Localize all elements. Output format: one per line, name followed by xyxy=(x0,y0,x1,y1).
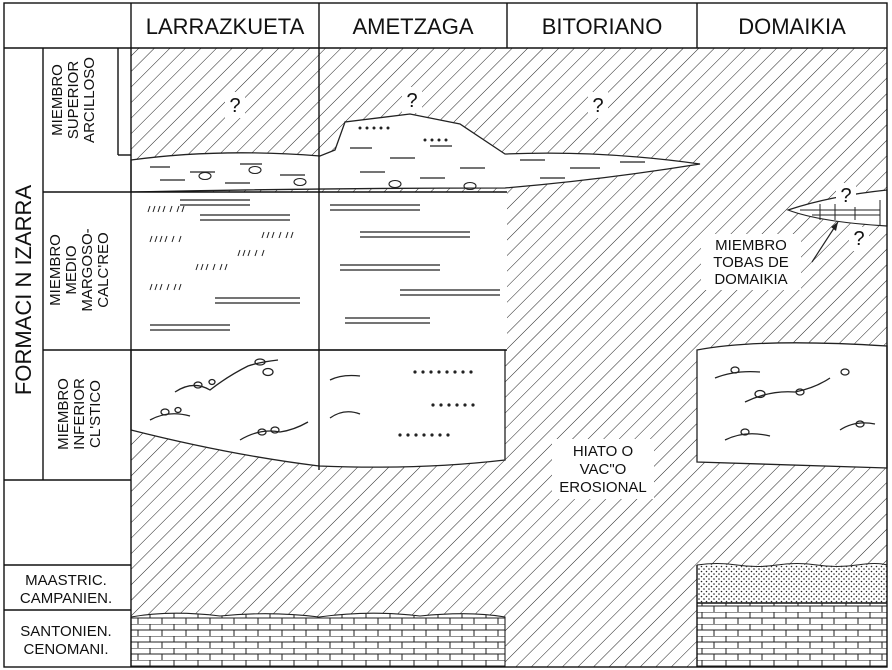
tobas-marks xyxy=(800,200,881,226)
svg-text:INFERIOR: INFERIOR xyxy=(71,378,88,450)
column-header-ametzaga: AMETZAGA xyxy=(352,14,473,39)
superior-shale-marks xyxy=(150,145,645,184)
member-medio-label: MIEMBRO MEDIO MARGOSO- CALC'REO xyxy=(47,228,112,311)
column-header-larrazkueta: LARRAZKUETA xyxy=(146,14,305,39)
medio-limestone-marks xyxy=(150,199,500,331)
svg-text:SANTONIEN.: SANTONIEN. xyxy=(20,623,111,640)
inferior-sand-dots xyxy=(398,370,475,437)
svg-text:HIATO O: HIATO O xyxy=(573,443,633,460)
inferior-lens-domaikia xyxy=(696,342,888,469)
stage-maastric-label: MAASTRIC. CAMPANIEN. xyxy=(20,572,112,607)
maastric-domaikia-sand xyxy=(697,565,887,603)
tobas-arrow-head xyxy=(831,222,838,231)
svg-text:ARCILLOSO: ARCILLOSO xyxy=(81,57,98,143)
svg-text:SUPERIOR: SUPERIOR xyxy=(65,61,82,140)
santonien-limestone-west xyxy=(130,612,506,668)
column-header-domaikia: DOMAIKIA xyxy=(738,14,846,39)
question-mark-domaikia-upper: ? xyxy=(840,185,851,207)
hiato-annotation: HIATO O VAC"O EROSIONAL xyxy=(552,439,654,499)
svg-text:TOBAS DE: TOBAS DE xyxy=(713,254,789,271)
table-grid xyxy=(3,2,888,668)
svg-text:VAC"O: VAC"O xyxy=(580,461,627,478)
svg-text:EROSIONAL: EROSIONAL xyxy=(559,479,647,496)
svg-text:CENOMANI.: CENOMANI. xyxy=(23,641,108,658)
question-marks: ? ? ? ? ? xyxy=(225,87,869,251)
inferior-conglomerate-marks xyxy=(149,358,876,441)
svg-text:MIEMBRO: MIEMBRO xyxy=(55,378,72,450)
member-superior-label: MIEMBRO SUPERIOR ARCILLOSO xyxy=(49,57,98,143)
superior-shale-lens xyxy=(130,113,701,193)
svg-text:MAASTRIC.: MAASTRIC. xyxy=(25,572,107,589)
tobas-annotation: MIEMBRO TOBAS DE DOMAIKIA xyxy=(701,234,801,290)
column-header-bitoriano: BITORIANO xyxy=(542,14,663,39)
svg-text:MIEMBRO: MIEMBRO xyxy=(715,237,787,254)
question-mark-bitoriano: ? xyxy=(592,95,603,117)
superior-pebble-marks xyxy=(198,165,477,191)
svg-text:MIEMBRO: MIEMBRO xyxy=(47,234,64,306)
member-inferior-label: MIEMBRO INFERIOR CL'STICO xyxy=(55,378,104,450)
formation-label: FORMACI N IZARRA xyxy=(11,185,36,396)
svg-text:CALC'REO: CALC'REO xyxy=(95,232,112,307)
stage-santonien-label: SANTONIEN. CENOMANI. xyxy=(20,623,111,658)
maastric-top-boundary xyxy=(696,562,888,568)
maastric-domaikia-limestone xyxy=(697,603,887,667)
medio-larrazkueta-block xyxy=(131,192,319,350)
question-mark-larrazkueta: ? xyxy=(229,95,240,117)
svg-text:MARGOSO-: MARGOSO- xyxy=(79,228,96,311)
question-mark-ametzaga: ? xyxy=(406,90,417,112)
svg-text:MIEMBRO: MIEMBRO xyxy=(49,64,66,136)
question-mark-domaikia-lower: ? xyxy=(853,228,864,250)
svg-text:CAMPANIEN.: CAMPANIEN. xyxy=(20,590,112,607)
medio-marl-marks xyxy=(147,205,294,291)
superior-dot-marks xyxy=(358,126,448,142)
medio-ametzaga-block xyxy=(319,192,507,350)
svg-text:CL'STICO: CL'STICO xyxy=(87,380,104,448)
svg-text:DOMAIKIA: DOMAIKIA xyxy=(714,271,787,288)
svg-text:MEDIO: MEDIO xyxy=(63,245,80,294)
